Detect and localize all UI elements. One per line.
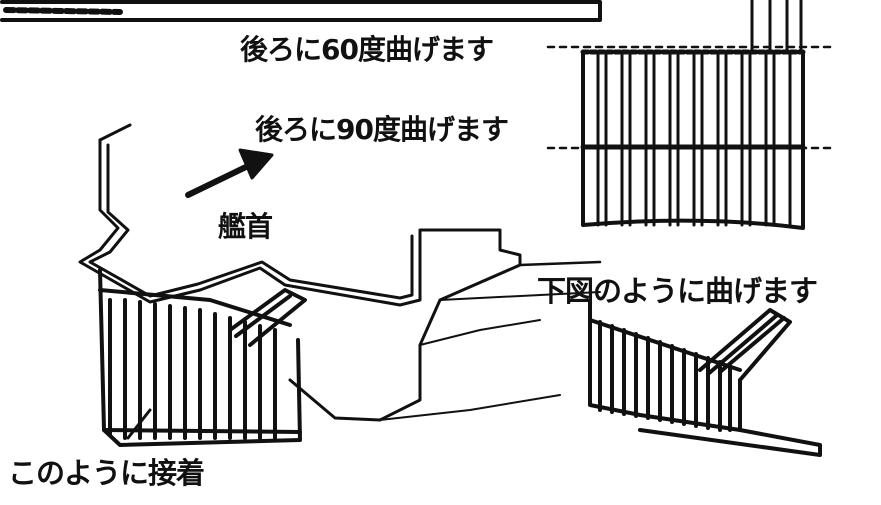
- attached-railing: [98, 268, 307, 447]
- label-bend-back-90: 後ろに90度曲げます: [255, 113, 509, 146]
- upper-strip: [750, 0, 803, 52]
- label-bow: 艦首: [218, 210, 273, 243]
- railing-panel-bent: [588, 298, 822, 457]
- label-glue-like-this: このように接着: [8, 456, 205, 490]
- bow-direction-arrow: [185, 148, 274, 198]
- ship-deck-outline: [78, 123, 602, 422]
- label-bend-back-60: 後ろに60度曲げます: [240, 33, 494, 66]
- label-bend-as-below: 下図のように曲げます: [537, 274, 818, 308]
- frame-text-fragment: [3, 7, 123, 15]
- glue-leader-line: [126, 408, 152, 440]
- upper-frame-box: [0, 0, 602, 22]
- railing-panel-flat: [580, 49, 806, 230]
